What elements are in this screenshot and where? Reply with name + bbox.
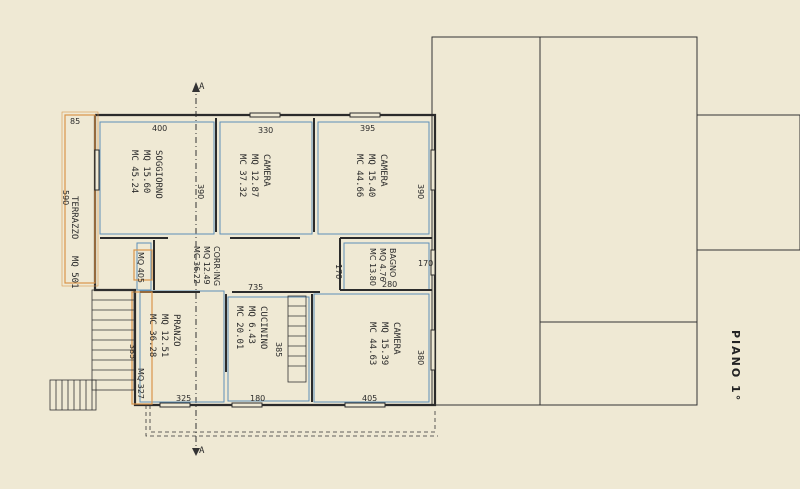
svg-text:170: 170 bbox=[334, 264, 343, 279]
svg-text:MQ 15.40: MQ 15.40 bbox=[366, 154, 376, 197]
svg-text:385: 385 bbox=[274, 342, 283, 357]
svg-text:TERRAZZO: TERRAZZO bbox=[69, 196, 79, 239]
section-label-bottom: A bbox=[199, 446, 205, 456]
svg-text:MC 20.01: MC 20.01 bbox=[234, 306, 244, 349]
room-label-corridoio: CORR·ING MQ 12.49 MC 36.22 bbox=[192, 246, 221, 286]
svg-text:385: 385 bbox=[128, 344, 137, 359]
room-label-soggiorno: SOGGIORNO MQ 15.60 MC 45.24 bbox=[129, 150, 163, 199]
room-label-camera-2: CAMERA MQ 15.40 MC 44.66 bbox=[354, 154, 388, 197]
svg-text:395: 395 bbox=[360, 124, 375, 133]
svg-text:MQ 501: MQ 501 bbox=[69, 256, 79, 289]
svg-text:CAMERA: CAMERA bbox=[391, 322, 401, 355]
room-label-cucinino: CUCININO MQ 6.43 MC 20.01 bbox=[234, 306, 268, 349]
section-marker-top: A bbox=[192, 82, 205, 92]
windows bbox=[94, 112, 436, 408]
svg-text:280: 280 bbox=[382, 280, 397, 289]
room-label-pranzo: PRANZO MQ 12.51 MC 36.28 bbox=[147, 314, 181, 357]
svg-text:MC 36.28: MC 36.28 bbox=[147, 314, 157, 357]
svg-text:400: 400 bbox=[152, 124, 167, 133]
svg-text:MC 13.80: MC 13.80 bbox=[368, 248, 377, 286]
svg-text:SOGGIORNO: SOGGIORNO bbox=[153, 150, 163, 199]
svg-text:CAMERA: CAMERA bbox=[261, 154, 271, 187]
svg-text:325: 325 bbox=[176, 394, 191, 403]
svg-text:MQ 12.49: MQ 12.49 bbox=[202, 246, 211, 285]
svg-text:735: 735 bbox=[248, 283, 263, 292]
svg-text:590: 590 bbox=[61, 190, 70, 205]
svg-text:380: 380 bbox=[416, 350, 425, 365]
internal-stair bbox=[287, 295, 307, 383]
room-label-small-1: MQ 405 bbox=[136, 252, 145, 283]
svg-text:MC 44.63: MC 44.63 bbox=[367, 322, 377, 365]
svg-text:MQ 12.51: MQ 12.51 bbox=[159, 314, 169, 357]
room-label-small-2: MQ 327 bbox=[136, 368, 145, 399]
svg-text:170: 170 bbox=[418, 259, 433, 268]
section-marker-bottom: A bbox=[192, 446, 205, 456]
dimensions: 85 400 330 395 390 390 590 735 170 170 2… bbox=[61, 117, 433, 403]
terrace bbox=[61, 111, 153, 405]
svg-text:CUCININO: CUCININO bbox=[258, 306, 268, 349]
svg-text:MC 37.32: MC 37.32 bbox=[237, 154, 247, 197]
svg-text:390: 390 bbox=[196, 184, 205, 199]
svg-text:MC 44.66: MC 44.66 bbox=[354, 154, 364, 197]
external-stair bbox=[49, 289, 135, 411]
svg-text:MQ 405: MQ 405 bbox=[136, 252, 145, 283]
svg-text:330: 330 bbox=[258, 126, 273, 135]
room-label-bagno: BAGNO MQ 4.76 MC 13.80 bbox=[368, 248, 397, 286]
balcony-dashed bbox=[145, 405, 438, 437]
svg-text:180: 180 bbox=[250, 394, 265, 403]
svg-text:MC 36.22: MC 36.22 bbox=[192, 246, 201, 284]
svg-text:MQ 6.43: MQ 6.43 bbox=[246, 306, 256, 344]
svg-text:CORR·ING: CORR·ING bbox=[212, 246, 221, 286]
svg-text:405: 405 bbox=[362, 394, 377, 403]
svg-text:85: 85 bbox=[70, 117, 80, 126]
room-label-camera-3: CAMERA MQ 15.39 MC 44.63 bbox=[367, 322, 401, 365]
svg-text:PRANZO: PRANZO bbox=[171, 314, 181, 347]
section-label-top: A bbox=[199, 82, 205, 92]
plan-title: PIANO 1° bbox=[729, 330, 742, 402]
svg-text:MQ 327: MQ 327 bbox=[136, 368, 145, 399]
svg-text:PIANO 1°: PIANO 1° bbox=[729, 330, 742, 402]
svg-text:BAGNO: BAGNO bbox=[388, 248, 397, 277]
adjacent-building bbox=[431, 36, 800, 406]
svg-text:MQ 15.39: MQ 15.39 bbox=[379, 322, 389, 365]
svg-text:MQ 15.60: MQ 15.60 bbox=[141, 150, 151, 193]
svg-text:390: 390 bbox=[416, 184, 425, 199]
room-label-camera-1: CAMERA MQ 12.87 MC 37.32 bbox=[237, 154, 271, 197]
svg-text:MQ 4.76: MQ 4.76 bbox=[378, 248, 387, 282]
svg-text:CAMERA: CAMERA bbox=[378, 154, 388, 187]
svg-text:MC 45.24: MC 45.24 bbox=[129, 150, 139, 193]
svg-text:MQ 12.87: MQ 12.87 bbox=[249, 154, 259, 197]
room-label-terrazzo: TERRAZZO MQ 501 bbox=[69, 196, 79, 289]
